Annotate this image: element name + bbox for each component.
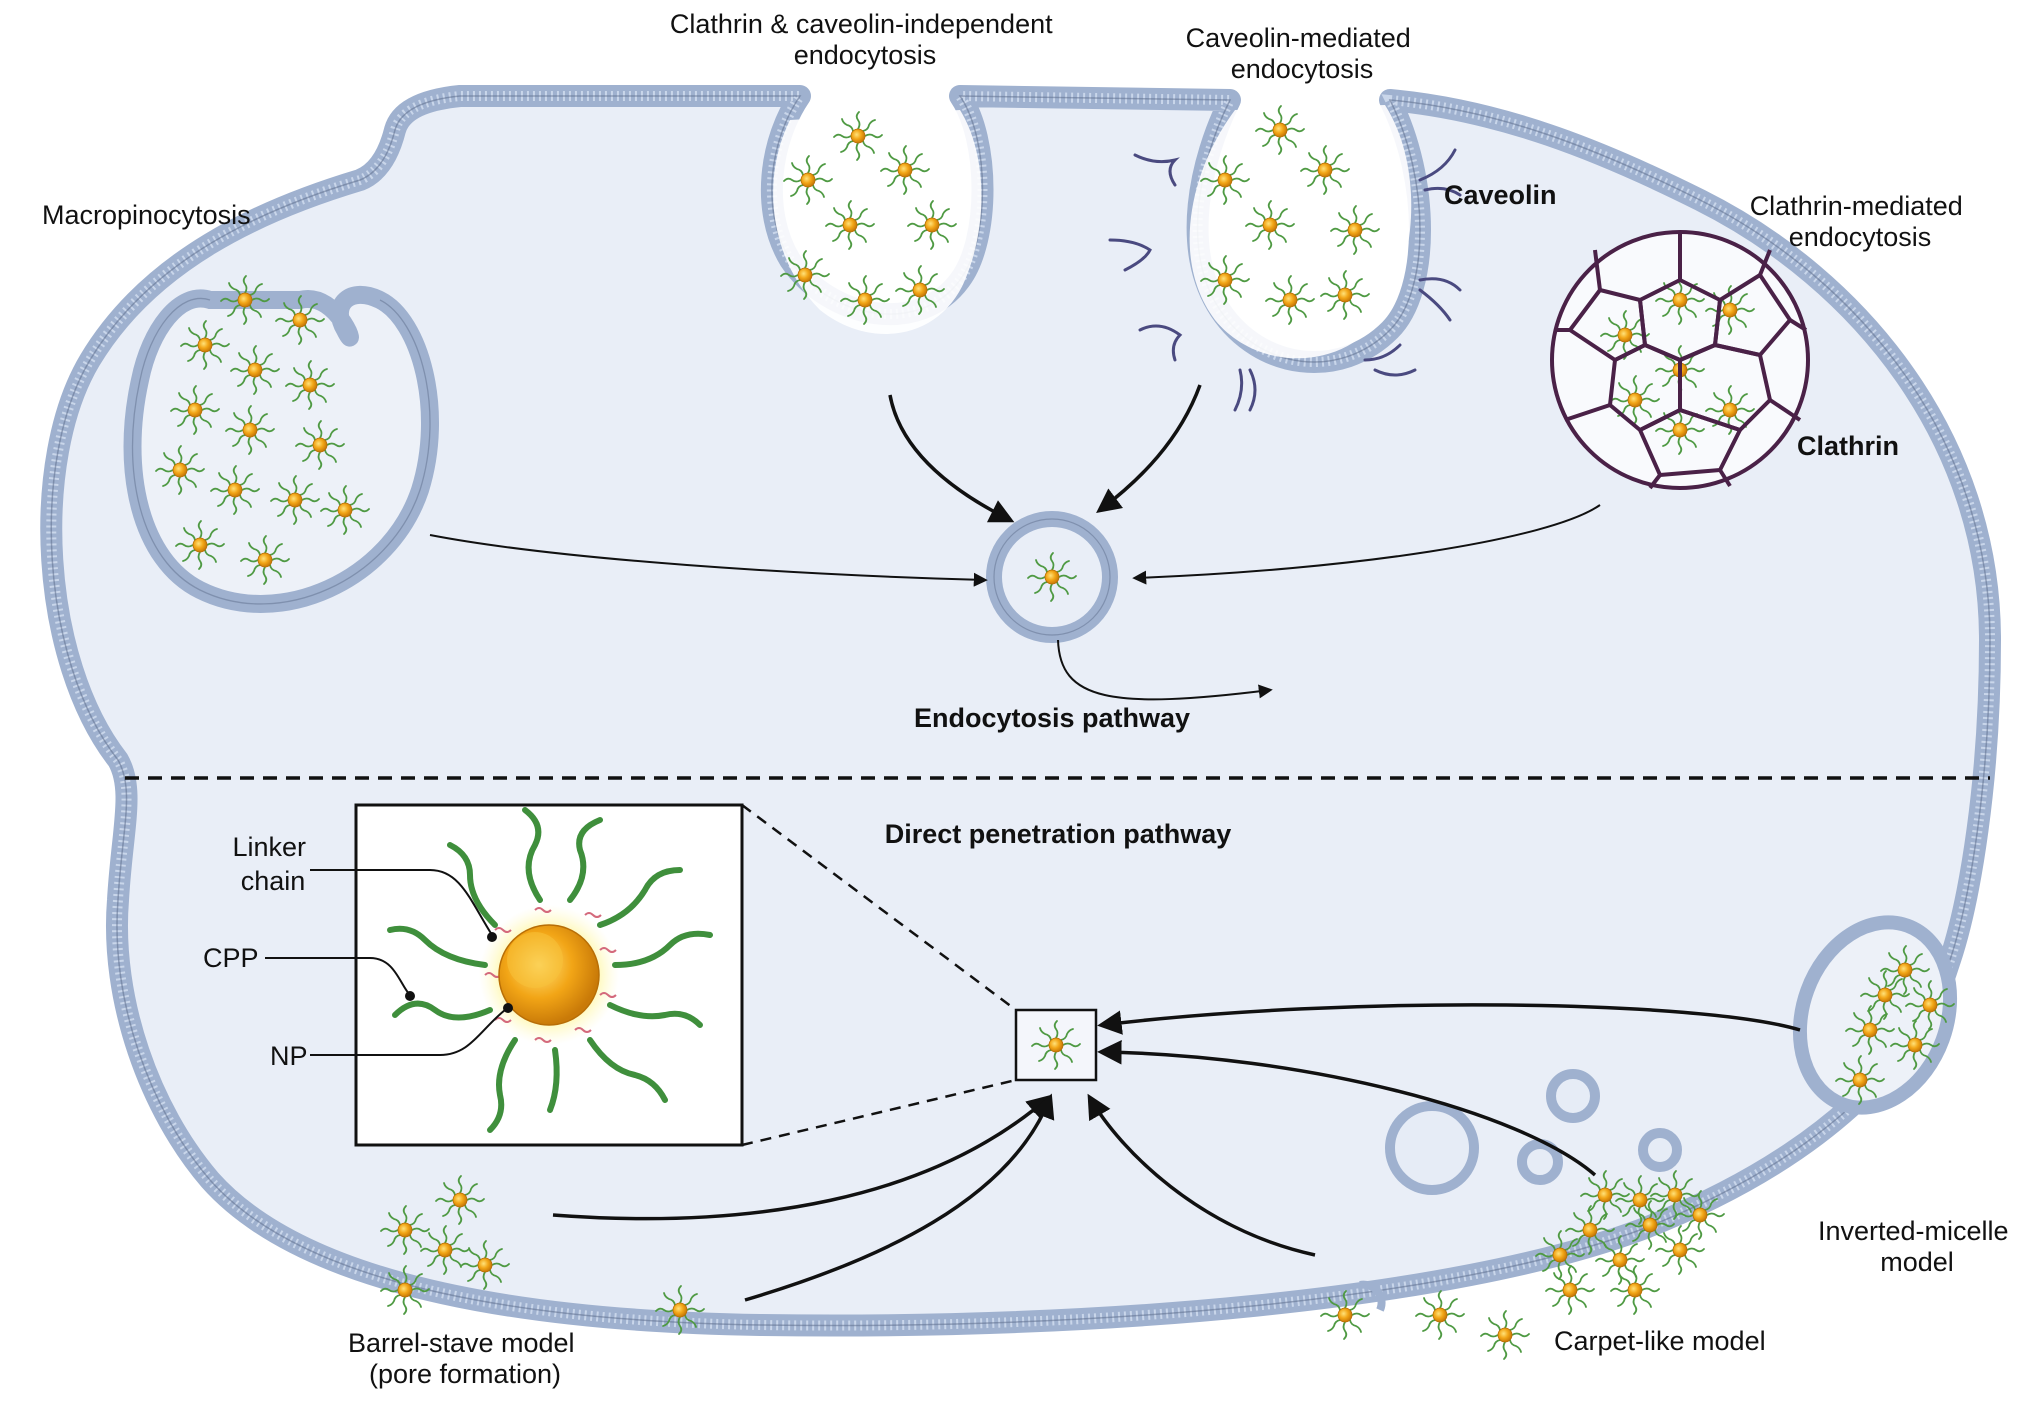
clathrin-caveolin-independent-label: Clathrin & caveolin-independent endocyto… — [670, 9, 1060, 70]
endocytosis-arrows — [429, 384, 1601, 701]
caveolin-mediated-label: Caveolin-mediated endocytosis — [1186, 23, 1419, 84]
caveolin-label: Caveolin — [1444, 180, 1557, 210]
barrel-stave-label: Barrel-stave model (pore formation) — [348, 1328, 582, 1389]
nanoparticle-zoom-inset — [265, 803, 744, 1147]
penetrated-nanoparticle-box — [1014, 1008, 1098, 1082]
carpet-like-label: Carpet-like model — [1554, 1326, 1766, 1356]
np-label: NP — [270, 1041, 308, 1071]
clathrin-caveolin-independent-pocket — [773, 110, 982, 334]
macropinocytosis-label: Macropinocytosis — [42, 200, 251, 230]
caveolin-proteins — [1108, 148, 1462, 412]
clathrin-cage — [1550, 230, 1810, 490]
carpet-model-cluster — [1320, 1170, 1725, 1360]
caveolin-mediated-pocket — [1108, 105, 1462, 412]
inverted-micelle-vesicle — [1792, 915, 1958, 1115]
endosome — [986, 511, 1118, 643]
zoom-guide-lines — [741, 803, 1017, 1147]
inverted-micelle-label: Inverted-micelle model — [1818, 1216, 2016, 1277]
linker-chain-label: Linker chain — [232, 832, 313, 896]
clathrin-label: Clathrin — [1797, 431, 1899, 461]
macropinocytosis-vesicle — [123, 275, 439, 613]
clathrin-mediated-label: Clathrin-mediated endocytosis — [1750, 191, 1971, 252]
direct-penetration-arrows — [552, 1003, 1801, 1302]
cpp-label: CPP — [203, 943, 259, 973]
vesicle-bubbles — [1385, 1069, 1682, 1195]
direct-penetration-pathway-label: Direct penetration pathway — [885, 819, 1232, 849]
endocytosis-pathway-label: Endocytosis pathway — [914, 703, 1190, 733]
